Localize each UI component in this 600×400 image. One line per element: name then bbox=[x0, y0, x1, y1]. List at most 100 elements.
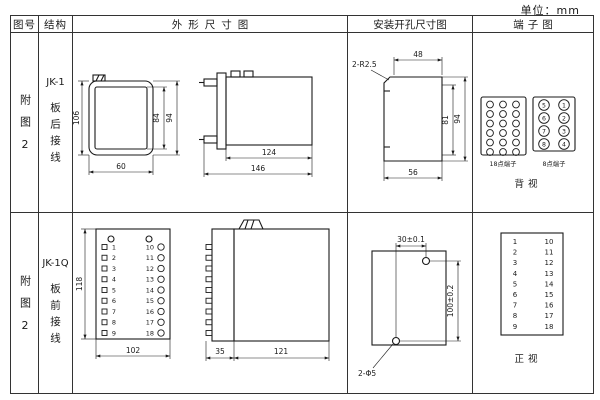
svg-text:18: 18 bbox=[545, 323, 554, 331]
terminal-block bbox=[500, 232, 564, 336]
svg-text:12: 12 bbox=[545, 259, 554, 267]
svg-text:8: 8 bbox=[513, 312, 517, 320]
dim-inner-height: 81 bbox=[441, 115, 450, 125]
dim-hole-callout: 2-Φ5 bbox=[358, 369, 376, 378]
svg-text:14: 14 bbox=[146, 286, 154, 294]
svg-text:6: 6 bbox=[542, 115, 546, 122]
svg-text:7: 7 bbox=[112, 308, 116, 316]
dimension-lines bbox=[372, 243, 461, 369]
dim-side-total-depth: 146 bbox=[251, 164, 266, 173]
front-right-pins: 10 11 12 13 14 15 16 17 18 bbox=[146, 243, 165, 337]
svg-text:2: 2 bbox=[513, 249, 517, 257]
terminal-left-label: 18点端子 bbox=[490, 159, 517, 168]
fig-no-label: 附图2 bbox=[18, 274, 32, 343]
svg-text:5: 5 bbox=[112, 286, 116, 294]
dimension-lines bbox=[81, 228, 330, 361]
svg-text:2: 2 bbox=[112, 254, 116, 262]
svg-text:8: 8 bbox=[542, 141, 546, 148]
cutout-outline bbox=[383, 76, 443, 162]
col-header-mounting: 安装开孔尺寸图 bbox=[348, 16, 473, 33]
mounting-cell-jk1: 2-R2.5 48 81 94 56 bbox=[348, 33, 473, 213]
svg-text:12: 12 bbox=[146, 265, 154, 273]
svg-text:17: 17 bbox=[146, 319, 154, 327]
svg-text:1: 1 bbox=[513, 238, 517, 246]
svg-text:13: 13 bbox=[545, 270, 554, 278]
terminal-grid-18 bbox=[486, 100, 520, 156]
jk1-mounting-drawing: 2-R2.5 48 81 94 56 bbox=[352, 50, 468, 181]
dim-front-width: 60 bbox=[116, 162, 126, 171]
svg-text:10: 10 bbox=[146, 243, 154, 251]
col-header-fig-no: 图号 bbox=[11, 16, 39, 33]
structure-cell-jk1q: JK-1Q 板前接线 bbox=[39, 213, 73, 393]
svg-text:13: 13 bbox=[146, 276, 154, 284]
dim-front-width: 102 bbox=[126, 346, 141, 355]
outline-cell-jk1: 106 84 94 60 124 146 bbox=[73, 33, 348, 213]
dim-corner-callout: 2-R2.5 bbox=[352, 60, 377, 69]
svg-text:15: 15 bbox=[146, 297, 154, 305]
svg-text:3: 3 bbox=[562, 128, 566, 135]
wiring-label: 板前接线 bbox=[49, 282, 61, 349]
fig-no-cell-jk1: 附图2 bbox=[11, 33, 39, 213]
svg-text:15: 15 bbox=[545, 291, 554, 299]
svg-text:6: 6 bbox=[112, 297, 116, 305]
svg-text:9: 9 bbox=[112, 329, 116, 337]
svg-text:11: 11 bbox=[545, 249, 554, 257]
view-label-back: 背视 bbox=[514, 178, 541, 190]
svg-text:11: 11 bbox=[146, 254, 154, 262]
dim-bottom-width: 56 bbox=[408, 168, 418, 177]
dim-hole-spacing-x: 30±0.1 bbox=[397, 235, 425, 244]
jk1-outline-drawing: 106 84 94 60 124 146 bbox=[73, 70, 313, 177]
svg-text:6: 6 bbox=[513, 291, 518, 299]
dim-side-connector-depth: 35 bbox=[215, 347, 225, 356]
col-header-outline: 外形尺寸图 bbox=[73, 16, 348, 33]
svg-text:14: 14 bbox=[545, 280, 554, 288]
mounting-cell-jk1q: 30±0.1 100±0.2 2-Φ5 bbox=[348, 213, 473, 393]
connector-front-and-side-view bbox=[95, 219, 330, 342]
dim-hole-spacing-y: 100±0.2 bbox=[446, 285, 455, 318]
svg-text:18: 18 bbox=[146, 329, 154, 337]
dim-front-height: 106 bbox=[73, 111, 81, 126]
svg-text:1: 1 bbox=[112, 243, 116, 251]
jk1q-mounting-drawing: 30±0.1 100±0.2 2-Φ5 bbox=[358, 235, 461, 378]
svg-text:7: 7 bbox=[513, 302, 517, 310]
svg-text:16: 16 bbox=[146, 308, 154, 316]
svg-text:8: 8 bbox=[112, 319, 116, 327]
col-header-terminal: 端子图 bbox=[473, 16, 593, 33]
fig-no-label: 附图2 bbox=[18, 94, 32, 162]
side-view-pins bbox=[205, 244, 213, 336]
dim-front-total-height: 94 bbox=[165, 113, 174, 123]
svg-text:7: 7 bbox=[542, 128, 546, 135]
front-left-pins: 1 2 3 4 5 6 7 8 9 bbox=[101, 243, 116, 337]
col-header-structure: 结构 bbox=[39, 16, 73, 33]
dimension-lines bbox=[370, 57, 468, 181]
svg-text:17: 17 bbox=[545, 312, 554, 320]
wiring-label: 板后接线 bbox=[49, 102, 61, 168]
svg-text:3: 3 bbox=[112, 265, 116, 273]
view-label-front: 正视 bbox=[514, 353, 541, 365]
model-label: JK-1 bbox=[46, 77, 65, 88]
dim-side-body-depth: 121 bbox=[274, 347, 289, 356]
svg-text:9: 9 bbox=[513, 323, 517, 331]
spec-table: 图号 结构 外形尺寸图 安装开孔尺寸图 端子图 附图2 JK-1 板后接线 bbox=[10, 15, 594, 394]
dim-front-inner-height: 84 bbox=[152, 113, 161, 123]
mounting-plate-outline bbox=[371, 250, 447, 346]
svg-text:1: 1 bbox=[562, 102, 566, 109]
dim-front-height: 118 bbox=[75, 277, 84, 292]
svg-text:4: 4 bbox=[112, 276, 116, 284]
dim-side-body-depth: 124 bbox=[262, 148, 277, 157]
svg-text:5: 5 bbox=[542, 102, 546, 109]
svg-text:16: 16 bbox=[545, 302, 554, 310]
svg-text:5: 5 bbox=[513, 280, 517, 288]
model-label: JK-1Q bbox=[42, 257, 69, 269]
terminal-right-label: 8点端子 bbox=[543, 159, 566, 168]
dim-total-height: 94 bbox=[453, 114, 462, 124]
